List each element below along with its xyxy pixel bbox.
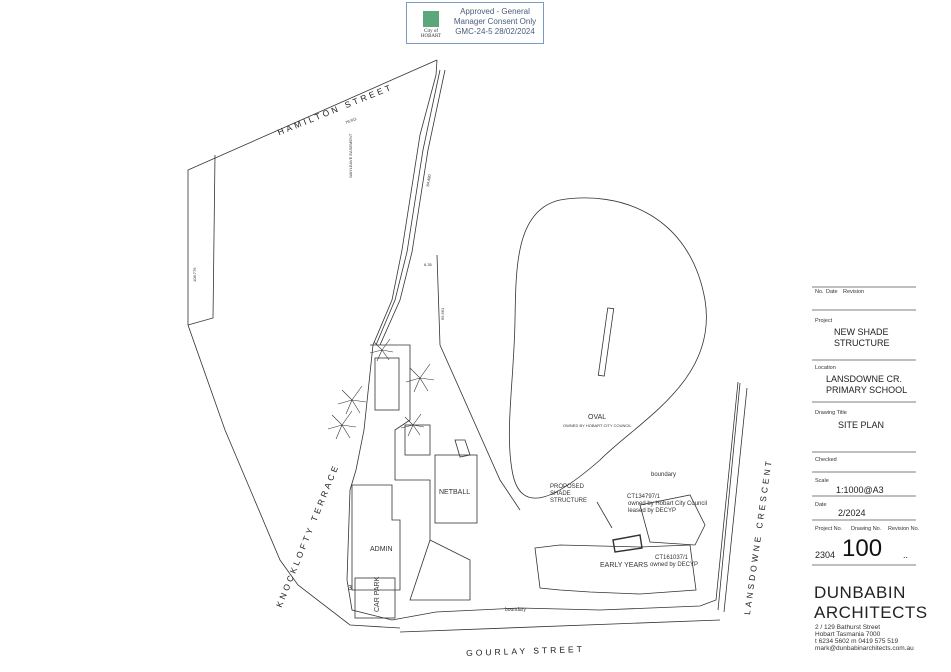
rev-header-no: No. [815, 289, 824, 295]
project-value-1: NEW SHADE [834, 327, 889, 337]
upper-parcel-boundary [187, 154, 216, 326]
admin-building [351, 484, 401, 591]
location-value-2: PRIMARY SCHOOL [826, 385, 908, 395]
rev-header-revision: Revision [843, 289, 865, 295]
car-park-label: CAR PARK [374, 576, 381, 612]
playground-area [639, 494, 706, 546]
car-park [354, 577, 396, 619]
firm-email: mark@dunbabinarchitects.com.au [815, 645, 914, 652]
revision-no-label: Revision No. [888, 526, 920, 532]
location-label: Location [815, 365, 836, 371]
project-value: NEW SHADE STRUCTURE [834, 327, 890, 349]
proposed-leader [596, 501, 613, 529]
city-of-hobart-logo: City of HOBART [416, 10, 446, 39]
access-road-inner [375, 69, 441, 346]
oval-outline [508, 197, 707, 499]
checked-label: Checked [815, 457, 837, 463]
lansdowne-road-edge [717, 382, 748, 613]
scale-value: 1:1000@A3 [836, 485, 884, 495]
access-road [379, 69, 446, 346]
oval-owner-label: OWNED BY HOBART CITY COUNCIL [563, 423, 632, 428]
scale-label: Scale [815, 478, 829, 484]
cricket-pitch [597, 307, 615, 377]
drawing-no-value: 100 [842, 535, 883, 562]
middle-buildings [370, 344, 471, 601]
firm-address: 2 / 129 Bathurst Street Hobart Tasmania … [815, 624, 914, 652]
proposed-label-2: SHADE [550, 491, 571, 497]
tree-5 [369, 338, 394, 362]
building-east [404, 424, 431, 456]
ct1-id-label: CT134797/1 [627, 494, 661, 500]
firm-address-1: 2 / 129 Bathurst Street [815, 624, 881, 631]
project-label: Project [815, 318, 833, 324]
early-years-building [534, 544, 697, 595]
tree-4 [400, 413, 425, 437]
firm-name-1: DUNBABIN [814, 583, 906, 602]
building-north [374, 357, 400, 411]
approval-text: Approved - General Manager Consent Only … [449, 7, 541, 37]
tree-3 [405, 363, 435, 393]
drawing-no-label: Drawing No. [851, 526, 882, 532]
revision-no-value: .. [903, 550, 909, 560]
ct2-id-label: CT161037/1 [655, 555, 689, 561]
location-value-1: LANSDOWNE CR. [826, 374, 903, 384]
firm-name: DUNBABIN ARCHITECTS [814, 583, 928, 623]
ramp-path [454, 439, 471, 458]
proposed-label-3: STRUCTURE [550, 498, 587, 504]
netball-label: NETBALL [439, 489, 471, 496]
netball-court [434, 454, 478, 524]
tree-1 [327, 410, 357, 440]
dimension-2: 108.776 [192, 267, 197, 282]
date-label: Date [815, 502, 827, 508]
proposed-shade-structure [612, 534, 643, 553]
boundary-label-2: boundary [505, 607, 526, 613]
project-value-2: STRUCTURE [834, 338, 890, 348]
trees [327, 338, 435, 440]
tree-2 [337, 385, 367, 415]
project-no-label: Project No. [815, 526, 843, 532]
proposed-label-1: PROPOSED [550, 484, 585, 490]
ct2-owner-label: owned by DECYP [650, 562, 699, 568]
approval-line-1: Approved - General [460, 7, 530, 16]
logo-text: City of HOBART [420, 29, 442, 39]
ct1-lease-label: leased by DECYP [628, 508, 677, 514]
firm-address-2: Hobart Tasmania 7000 [815, 631, 881, 638]
dimension-6: 3 [348, 585, 352, 592]
date-value: 2/2024 [838, 508, 866, 518]
firm-phone: t 6234 5602 m 0419 575 519 [815, 638, 899, 645]
approval-stamp: City of HOBART Approved - General Manage… [406, 2, 544, 44]
approval-line-3: GMC-24-5 28/02/2024 [455, 27, 535, 36]
admin-label: ADMIN [370, 546, 393, 553]
hobart-logo-icon [423, 11, 439, 27]
dimension-4: 65.661 [440, 307, 445, 320]
gourlay-road-edge [399, 619, 721, 633]
early-years-label: EARLY YEARS [600, 562, 648, 569]
location-value: LANSDOWNE CR. PRIMARY SCHOOL [826, 374, 907, 396]
drawing-title-label: Drawing Title [815, 410, 847, 416]
site-boundary [187, 59, 739, 629]
oval-label: OVAL [588, 414, 607, 421]
project-no-value: 2304 [815, 550, 836, 560]
parcel-divider [436, 254, 521, 511]
boundary-label-1: boundary [651, 472, 677, 478]
wayleave-label: WAYLEAVE EASEMENT [348, 133, 353, 178]
dimension-5: 6.35 [424, 262, 432, 267]
drawing-title-value: SITE PLAN [838, 420, 885, 430]
ct1-owner-label: owned by Hobart City Council [628, 501, 708, 507]
rev-header-date: Date [826, 289, 838, 295]
title-block-frame [812, 286, 916, 566]
approval-line-2: Manager Consent Only [453, 17, 537, 26]
firm-name-2: ARCHITECTS [814, 603, 928, 622]
